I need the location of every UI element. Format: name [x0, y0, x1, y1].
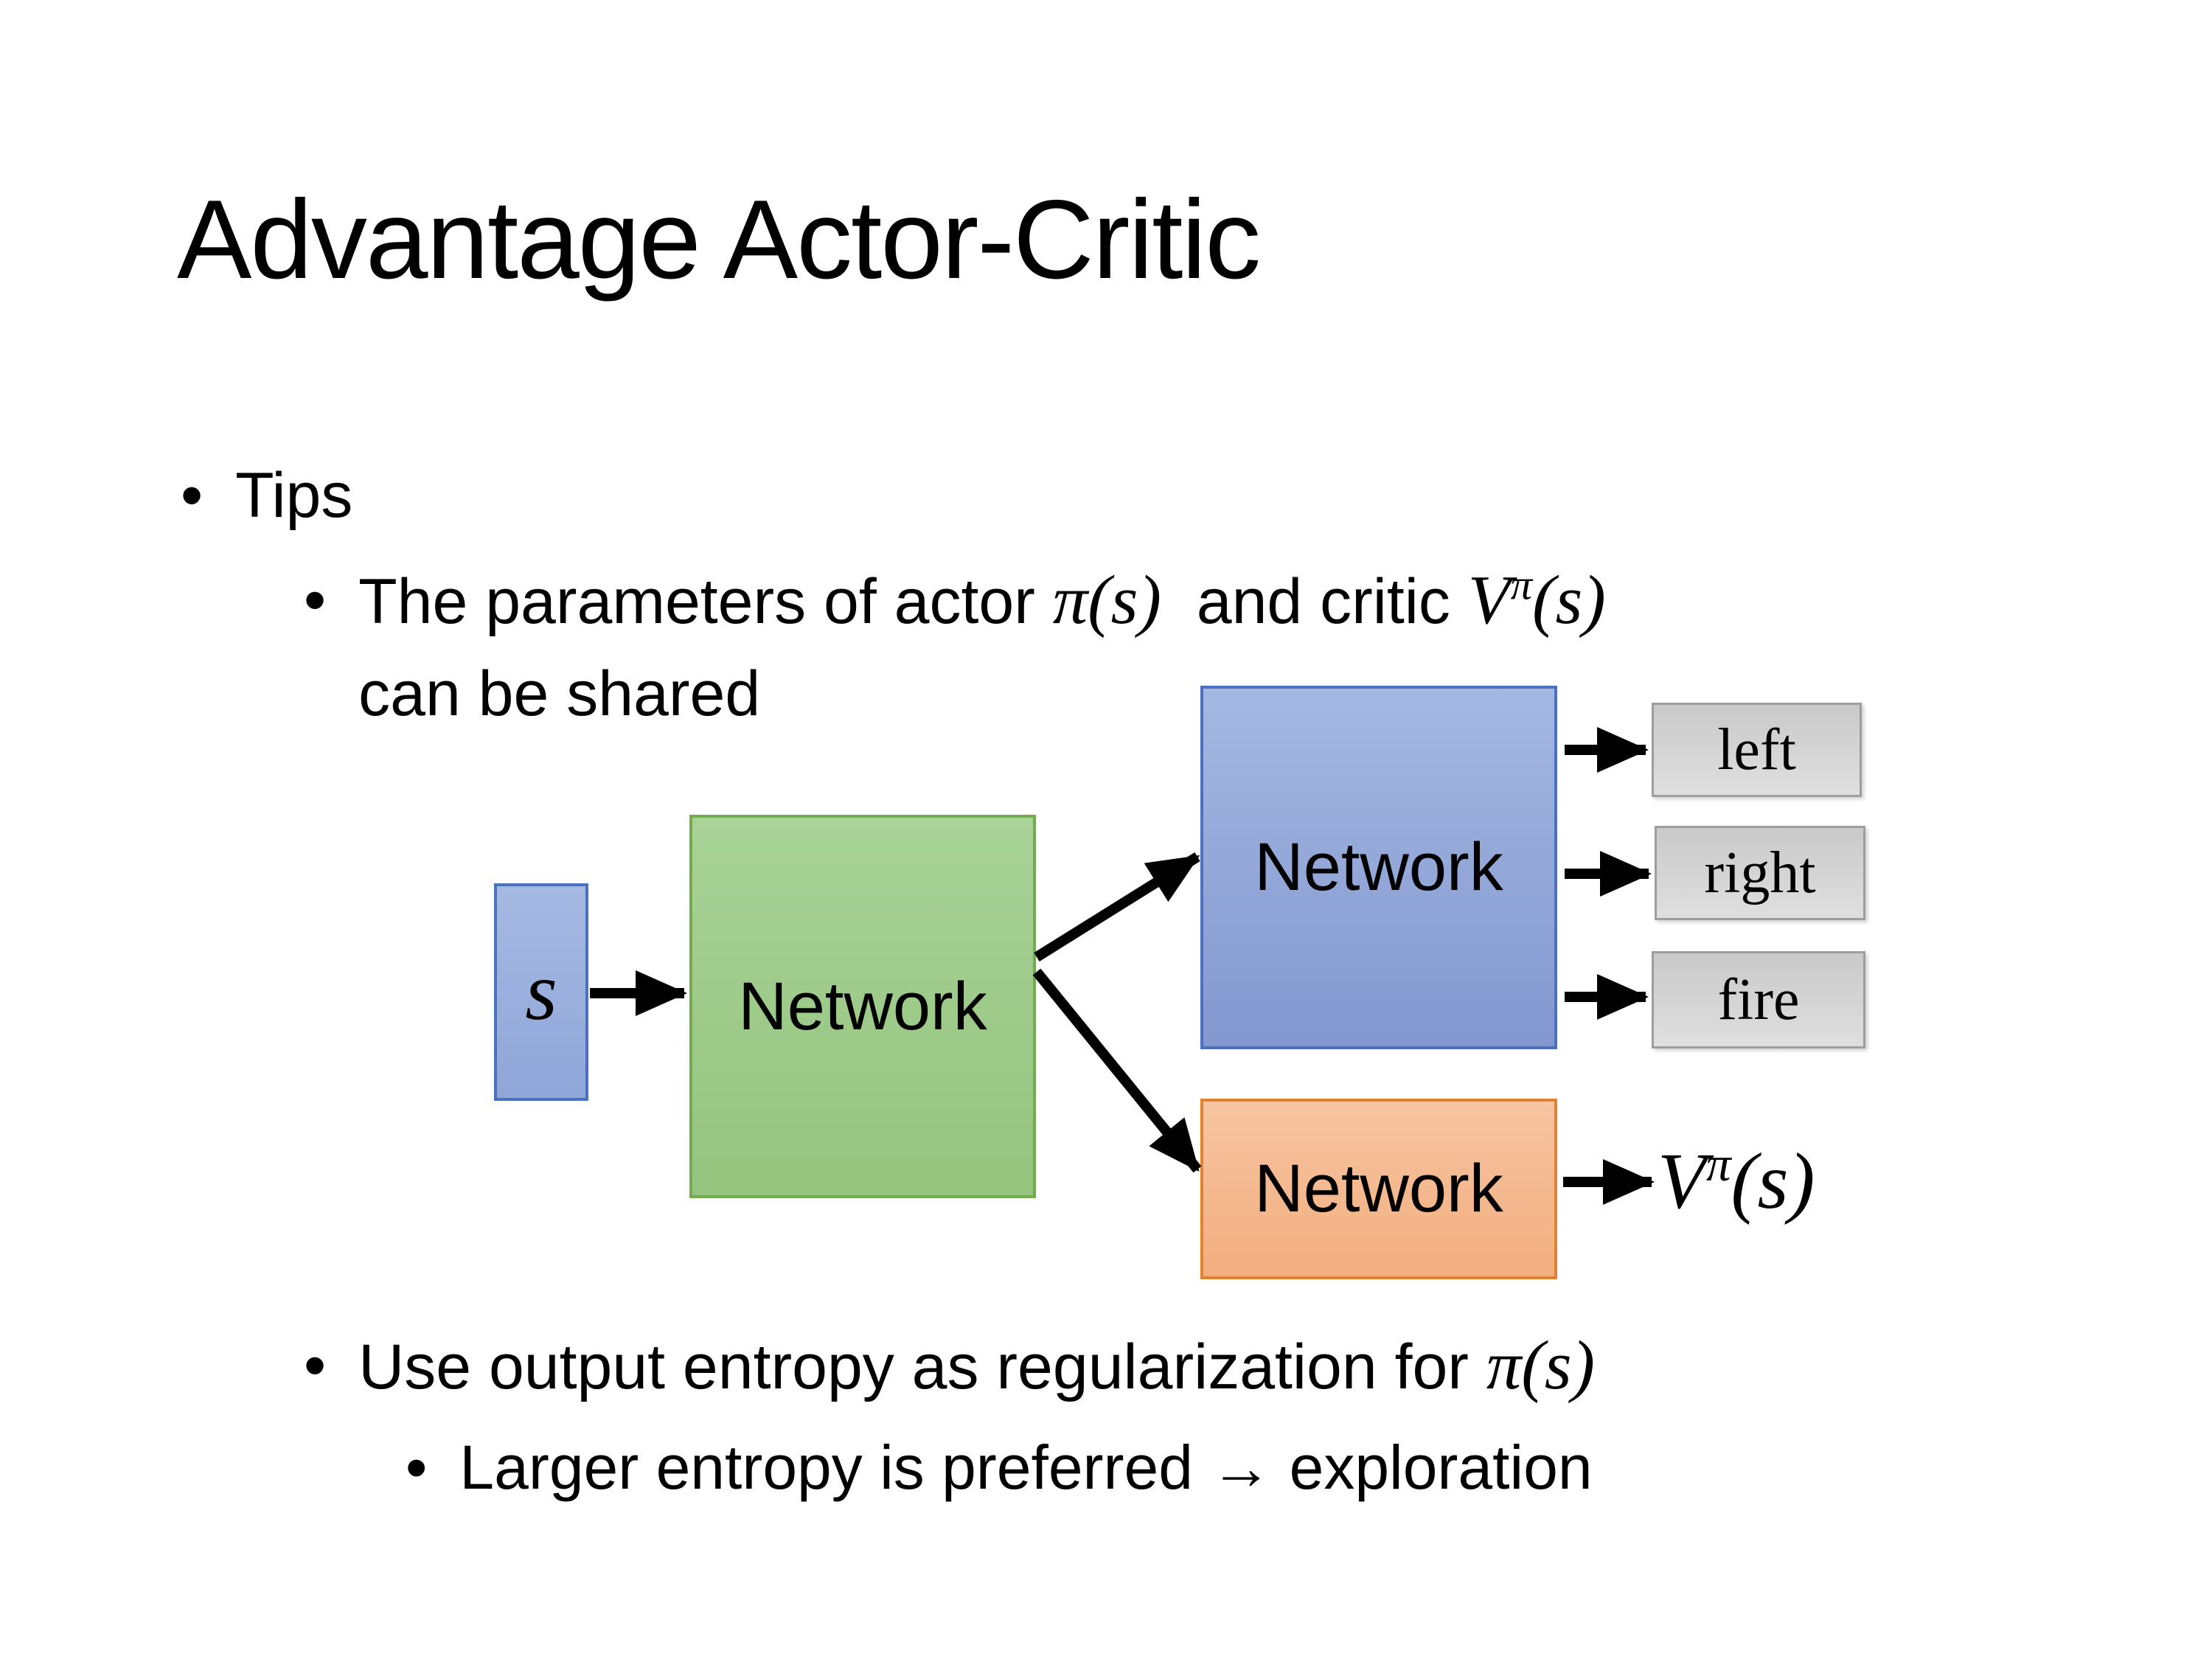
value-sup-pi: π	[1510, 560, 1532, 609]
value-output-args: (s)	[1731, 1138, 1815, 1225]
action-box-right: right	[1655, 826, 1865, 920]
critic-value-math: Vπ(s)	[1468, 562, 1606, 639]
actor-policy-math: π(s)	[1052, 562, 1161, 639]
critic-network-box: Network	[1200, 1099, 1557, 1279]
parameters-line1: The parameters of actor π(s) and critic …	[358, 554, 1606, 648]
critic-network-label: Network	[1254, 1151, 1503, 1226]
bullet-tips-label: Tips	[235, 460, 353, 531]
bullet-dot: •	[181, 460, 204, 531]
bullet-entropy: • Use output entropy as regularization f…	[304, 1320, 1595, 1413]
actor-network-box: Network	[1200, 686, 1557, 1049]
value-output-v: V	[1658, 1138, 1706, 1225]
entropy-pre: Use output entropy as regularization for	[358, 1332, 1486, 1402]
entropy-policy-math: π(s)	[1486, 1327, 1596, 1404]
action-box-fire: fire	[1652, 951, 1865, 1048]
arrow-shared-to-actor	[1034, 852, 1200, 961]
value-output-sup-pi: π	[1705, 1137, 1731, 1192]
bullet-larger-entropy-text: Larger entropy is preferred → exploratio…	[459, 1433, 1593, 1502]
parameters-line2: can be shared	[358, 658, 761, 729]
bullet-tips: • Tips	[181, 450, 352, 542]
actor-network-label: Network	[1254, 830, 1503, 905]
bullet-parameters: • The parameters of actor π(s) and criti…	[304, 554, 1606, 740]
arrow-shared-to-critic	[1032, 968, 1202, 1173]
bullet-dot: •	[304, 565, 327, 636]
value-args: (s)	[1531, 562, 1606, 639]
bullet-larger-entropy: • Larger entropy is preferred → explorat…	[406, 1422, 1593, 1514]
bullet-dot: •	[406, 1433, 428, 1502]
value-function-output: Vπ(s)	[1658, 1127, 1815, 1237]
action-box-left: left	[1652, 703, 1862, 797]
action-right-label: right	[1704, 840, 1816, 905]
bullet-parameters-text: The parameters of actor π(s) and critic …	[358, 554, 1606, 740]
slide-title: Advantage Actor-Critic	[177, 177, 1261, 302]
shared-network-label: Network	[738, 968, 987, 1044]
bullet-entropy-text: Use output entropy as regularization for…	[358, 1320, 1595, 1413]
parameters-pre: The parameters of actor	[358, 566, 1053, 637]
state-label: s	[525, 946, 557, 1037]
shared-network-box: Network	[689, 815, 1036, 1198]
state-input-box: s	[494, 883, 588, 1101]
action-fire-label: fire	[1717, 967, 1800, 1032]
parameters-mid: and critic	[1161, 566, 1468, 637]
bullet-dot: •	[304, 1330, 327, 1401]
value-v: V	[1467, 562, 1511, 639]
action-left-label: left	[1717, 717, 1796, 782]
